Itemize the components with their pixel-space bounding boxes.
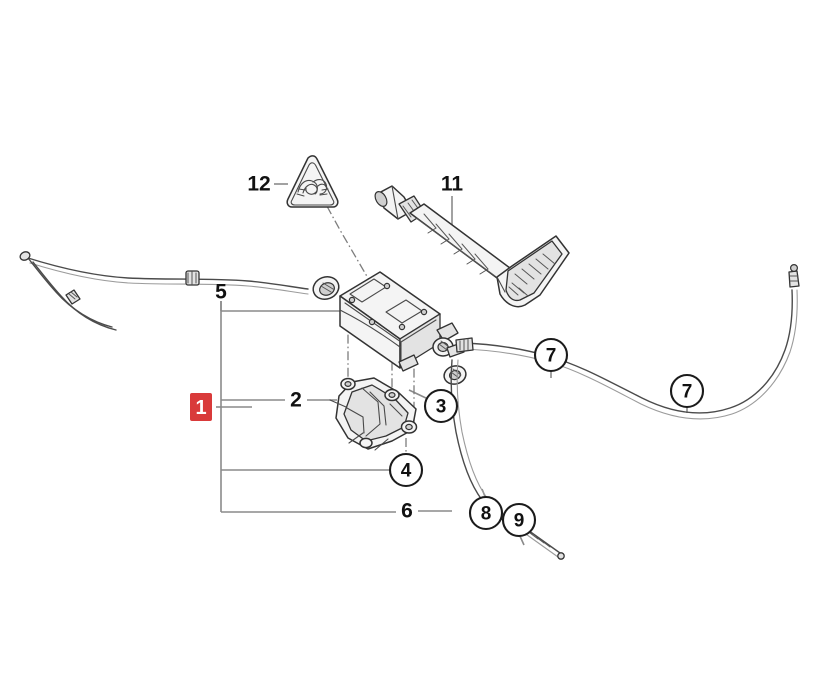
callout-1[interactable]: 1 bbox=[190, 393, 212, 421]
bracket-eyelet-top-right bbox=[384, 388, 400, 402]
bracket-rib-4 bbox=[389, 403, 403, 417]
cable-9-end-eye bbox=[557, 552, 565, 560]
cable-5-ferrule-left bbox=[65, 289, 81, 305]
module-boss-2 bbox=[383, 282, 391, 290]
callout-9[interactable]: 9 bbox=[501, 502, 537, 538]
cable-7-end-fitting bbox=[788, 264, 800, 288]
module-bottom-stub bbox=[398, 354, 419, 372]
cable-5-tail-a bbox=[27, 257, 113, 328]
callout-8[interactable]: 8 bbox=[468, 495, 504, 531]
part-mounting-bracket bbox=[329, 377, 418, 451]
part-warning-label bbox=[286, 155, 339, 208]
callout-12[interactable]: 12 bbox=[247, 173, 270, 196]
module-seam bbox=[339, 309, 401, 348]
callout-9-label: 9 bbox=[514, 511, 525, 532]
cable-5-clip bbox=[185, 270, 200, 286]
callout-7b-label: 7 bbox=[682, 382, 693, 403]
callout-4[interactable]: 4 bbox=[388, 452, 424, 488]
lever-head-cap bbox=[374, 191, 388, 207]
bracket-eyelet-right bbox=[400, 420, 418, 434]
callout-8-circle bbox=[468, 495, 504, 531]
cable-5-outer-bottom bbox=[29, 262, 309, 295]
cable-5-left-end-fitting bbox=[19, 251, 31, 261]
callout-3[interactable]: 3 bbox=[423, 388, 459, 424]
callout-2[interactable]: 2 bbox=[290, 389, 302, 412]
module-boss-1 bbox=[348, 296, 356, 304]
cable-7-outer-upper bbox=[462, 289, 793, 414]
bracket-eyelet-bottom bbox=[359, 437, 373, 449]
warning-spring-icon bbox=[296, 179, 329, 197]
lever-pad-tread bbox=[508, 253, 556, 297]
callout-5-label: 5 bbox=[215, 281, 227, 304]
callout-2-label: 2 bbox=[290, 389, 302, 412]
cable-5-grommet bbox=[312, 275, 340, 301]
callout-1-highlight bbox=[190, 393, 212, 421]
callout-11-label: 11 bbox=[441, 173, 464, 196]
callout-5[interactable]: 5 bbox=[215, 281, 227, 304]
callout-4-label: 4 bbox=[401, 461, 412, 482]
part-release-lever-tool bbox=[374, 185, 570, 308]
callout-8-label: 8 bbox=[481, 504, 492, 525]
cable-5-tail-b bbox=[32, 261, 117, 331]
lever-shaft-webbing bbox=[415, 213, 496, 277]
callout-6-label: 6 bbox=[401, 500, 413, 523]
callout-7a-circle bbox=[533, 337, 569, 373]
cable-6-grommet bbox=[443, 365, 467, 385]
bracket-hairlines bbox=[329, 399, 389, 451]
warning-triangle-inner bbox=[290, 162, 335, 206]
callout-7-a[interactable]: 7 bbox=[533, 337, 569, 373]
part-lower-brake-cable bbox=[443, 342, 565, 560]
bracket-rib-1 bbox=[361, 387, 381, 437]
part-short-brake-cable-left bbox=[19, 251, 340, 331]
callout-1-label: 1 bbox=[195, 397, 206, 419]
callout-4-circle bbox=[388, 452, 424, 488]
callout-3-label: 3 bbox=[436, 397, 447, 418]
callout-12-label: 12 bbox=[247, 173, 270, 196]
part-actuator-module bbox=[339, 271, 459, 372]
bracket-rib-3 bbox=[346, 407, 365, 434]
callout-7-b[interactable]: 7 bbox=[669, 373, 705, 409]
module-boss-3 bbox=[420, 308, 428, 316]
module-boss-5 bbox=[368, 318, 376, 326]
callout-6[interactable]: 6 bbox=[401, 500, 413, 523]
lever-foot-pad-inner bbox=[505, 240, 563, 302]
bracket-rib-2 bbox=[369, 391, 387, 426]
leader-3 bbox=[408, 389, 429, 400]
bracket-eyelet-top-left bbox=[340, 377, 356, 391]
cable-5-outer-top bbox=[27, 257, 309, 290]
callout-9-circle bbox=[501, 502, 537, 538]
module-boss-4 bbox=[398, 323, 406, 331]
module-inner-edges bbox=[344, 302, 437, 364]
callout-3-circle bbox=[423, 388, 459, 424]
callout-11[interactable]: 11 bbox=[441, 173, 464, 196]
callout-7b-circle bbox=[669, 373, 705, 409]
callout-7a-label: 7 bbox=[546, 346, 557, 367]
